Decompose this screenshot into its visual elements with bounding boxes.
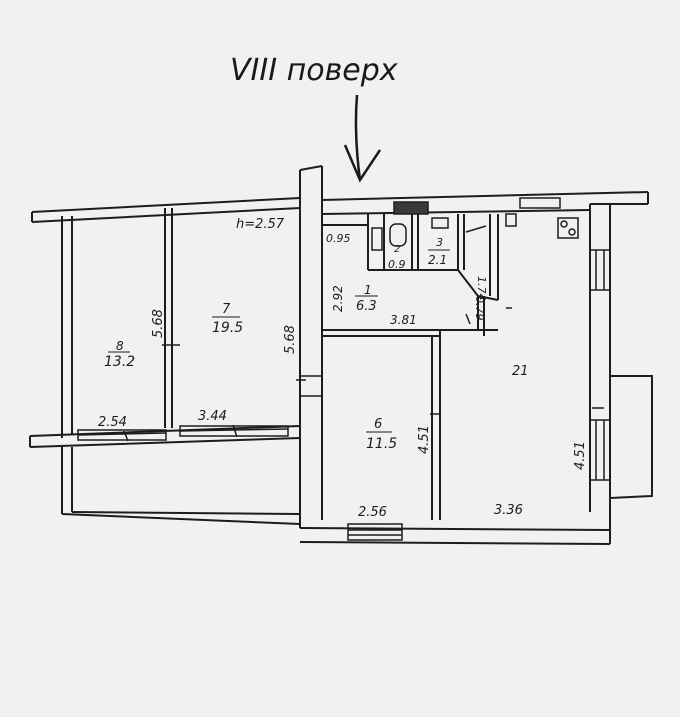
room-7-area: 19.5 (212, 320, 243, 336)
room-1-area: 6.3 (356, 299, 377, 314)
floor-title: VIII поверх (230, 53, 398, 88)
dim-4-51-b: 4.51 (573, 441, 588, 470)
dim-2-56: 2.56 (358, 505, 387, 520)
room-7-number: 7 (222, 302, 231, 317)
room-2-number: 2 (394, 244, 400, 255)
dim-2-54: 2.54 (98, 415, 127, 430)
dimension-labels: h=2.57 0.95 1.74 2.92 3.81 0.79 5.68 5.6… (98, 217, 588, 520)
dim-4-51-a: 4.51 (417, 425, 432, 454)
room-8-number: 8 (116, 339, 124, 353)
room-3-number: 3 (436, 236, 443, 249)
dim-0-79: 0.79 (473, 296, 486, 321)
fixtures (371, 213, 579, 251)
bath-icon (431, 217, 449, 229)
dim-1-74: 1.74 (475, 276, 488, 301)
room-8-area: 13.2 (104, 354, 135, 370)
toilet-icon (371, 227, 383, 251)
washbasin-icon (389, 223, 407, 247)
dim-3-81: 3.81 (390, 313, 417, 327)
dim-5-68-mid: 5.68 (283, 325, 298, 354)
ticks (123, 307, 604, 442)
dim-5-68-left: 5.68 (151, 309, 166, 338)
dim-2-92: 2.92 (331, 285, 345, 312)
room-1-number: 1 (364, 283, 372, 297)
room-labels: 8 13.2 7 19.5 6 11.5 1 6.3 2 0.9 3 2.1 2… (104, 236, 529, 452)
arrow-down-icon (343, 94, 382, 183)
room-21-number: 21 (512, 364, 529, 379)
dim-0-95: 0.95 (326, 232, 351, 245)
dim-3-44: 3.44 (198, 409, 227, 424)
windows (77, 197, 611, 541)
dim-3-36: 3.36 (494, 503, 523, 518)
ceiling-height: h=2.57 (236, 217, 285, 232)
stove-icon (557, 217, 579, 239)
sink-icon (505, 213, 517, 227)
room-2-area: 0.9 (388, 258, 406, 271)
room-6-area: 11.5 (366, 436, 397, 452)
room-6-number: 6 (374, 417, 382, 432)
room-3-area: 2.1 (428, 253, 447, 267)
